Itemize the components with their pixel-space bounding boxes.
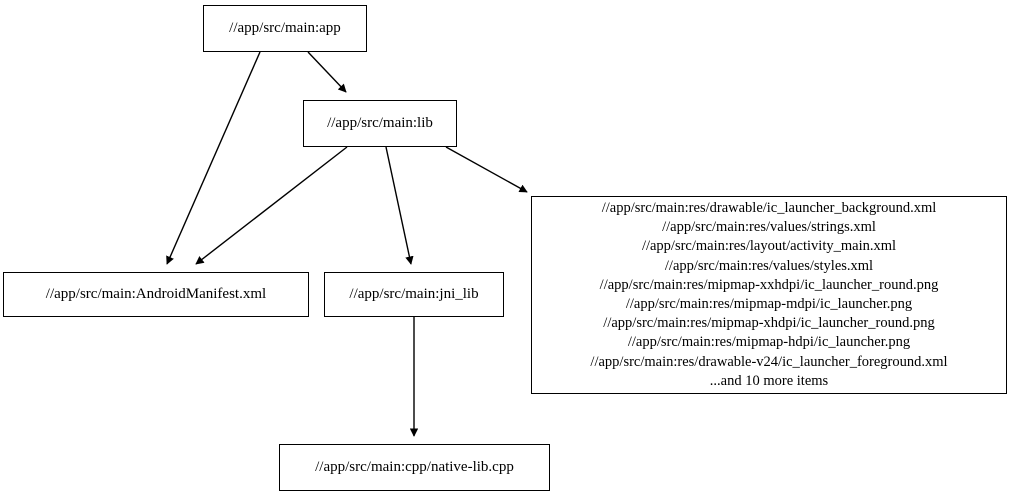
edge-lib-to-res-files — [445, 146, 528, 193]
node-lib[interactable]: //app/src/main:lib — [303, 100, 457, 147]
node-android-manifest[interactable]: //app/src/main:AndroidManifest.xml — [3, 272, 309, 317]
node-native-lib[interactable]: //app/src/main:cpp/native-lib.cpp — [279, 444, 550, 491]
node-app-label: //app/src/main:app — [229, 20, 341, 36]
node-res-files-label: //app/src/main:res/drawable/ic_launcher_… — [590, 199, 948, 389]
edge-lib-to-jni-lib — [385, 146, 414, 265]
node-jni-lib[interactable]: //app/src/main:jni_lib — [324, 272, 504, 317]
node-jni-lib-label: //app/src/main:jni_lib — [349, 286, 479, 302]
edge-app-to-android-manifest — [166, 51, 261, 265]
node-native-lib-label: //app/src/main:cpp/native-lib.cpp — [315, 459, 514, 475]
node-app[interactable]: //app/src/main:app — [203, 5, 367, 52]
edge-app-to-lib — [307, 51, 347, 93]
node-res-files[interactable]: //app/src/main:res/drawable/ic_launcher_… — [531, 196, 1007, 394]
node-android-manifest-label: //app/src/main:AndroidManifest.xml — [45, 286, 267, 302]
edge-lib-to-android-manifest — [195, 146, 348, 265]
node-lib-label: //app/src/main:lib — [327, 115, 433, 131]
